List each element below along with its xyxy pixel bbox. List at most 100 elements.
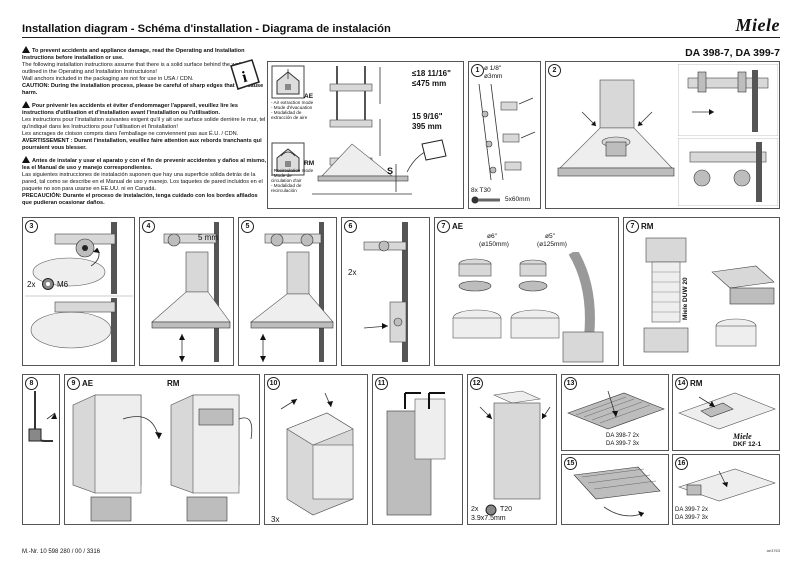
step-number: 16 [675,457,688,470]
recirculation-box-illustration [643,237,775,353]
nut-icon [42,278,54,290]
step-3-panel: 3 2x M6 [22,217,135,366]
hood-mounting-illustration [557,79,675,177]
mode-dimension-panel: AE - Air extraction mode- Mode d'évacuat… [267,61,464,209]
step-number: 5 [241,220,254,233]
duct-adapter-illustration [452,252,604,363]
s-label: S [387,166,394,176]
max-height-in: ≤18 11/16" [412,69,451,78]
screw-size: 3.9x7.5mm [471,515,506,522]
filter-count-1: DA 398-7 2x [606,433,640,439]
rm-tag: RM [304,160,315,167]
step-13-panel: 13 DA 398-7 2x DA 399-7 3x [561,374,669,451]
screw-tightening-illustration [25,222,133,362]
notes-es-body: Las siguientes instrucciones de instalac… [22,172,263,192]
screw-count: 8x T30 [471,187,491,194]
safety-notes: To prevent accidents and appliance damag… [22,46,268,211]
screw-size: 5x60mm [505,196,530,203]
ae-description: - Air extraction mode- Mode d'évacuation… [271,100,314,120]
height-in: 15 9/16" [412,112,443,121]
wall-bracket-drilling-illustration [478,84,536,181]
house-recirculation-icon [271,142,305,176]
notes-en-title: To prevent accidents and appliance damag… [22,48,245,61]
step-4-panel: 4 5 mm [139,217,234,366]
step-1-panel: 1 ø 1/8" ø3mm 8x T30 5x60mm [468,61,541,209]
adapter-diameter-in: ø6" [487,233,497,240]
filter-count-2: DA 399-7 3x [675,515,709,521]
step-number: 8 [25,377,38,390]
step-number: 3 [25,220,38,233]
step-number: 7 [437,220,450,233]
screw-qty: 2x [27,280,36,289]
notes-en-anchor: Wall anchors included in the packaging a… [22,76,194,82]
step-number: 2 [548,64,561,77]
filter-removal-illustration [573,466,661,517]
notes-fr-body: Les instructions pour l'installation sui… [22,117,266,130]
reducer-diameter-in: ø5" [545,233,555,240]
hood-level-adjust-illustration [250,222,334,362]
screw-qty: 3x [271,515,280,524]
svg-text:i: i [240,68,249,86]
warning-icon [22,156,30,163]
grease-filter-insert-illustration [567,390,665,430]
charcoal-filter-illustration [678,392,776,430]
step-number: 7 [626,220,639,233]
screw-qty: 2x [471,506,479,513]
upper-cover-lift-illustration [386,392,446,516]
step-number: 13 [564,377,577,390]
step-12-panel: 12 2x T20 3.9x7.5mm [467,374,557,525]
screw-qty: 2x [348,268,357,277]
ae-tag: AE [304,93,314,100]
notes-fr-anchor: Les ancrages de cloison compris dans l'e… [22,131,239,137]
drill-diameter-mm: ø3mm [484,73,503,80]
step-number: 10 [267,377,280,390]
step-2-panel: 2 [545,61,780,209]
mode-tag-ae: AE [82,379,94,388]
document-number: M.-Nr. 10 598 280 / 00 / 3316 [22,549,101,555]
duw-label: Miele DUW 20 [682,277,689,320]
notes-es-caution: PRECAUCIÓN: Durante el proceso de instal… [22,193,258,206]
mode-tag: RM [690,379,703,388]
adapter-diameter-mm: (ø150mm) [479,241,509,248]
screw-type: M6 [57,280,69,289]
mode-tag: AE [452,222,464,231]
warning-icon [22,101,30,108]
cover-screw-illustration [479,390,551,500]
step-number: 6 [344,220,357,233]
step-6-panel: 6 2x [341,217,430,366]
step-number: 1 [471,64,484,77]
notes-fr-title: Pour prévenir les accidents et éviter d'… [22,103,238,116]
bracket-detail-bottom [678,138,778,206]
safety-screw-illustration [363,222,408,362]
step-number: 14 [675,377,688,390]
notes-fr-caution: AVERTISSEMENT : Durant l'installation, v… [22,138,262,151]
chimney-cover-illustration [72,394,253,522]
mode-tag: RM [641,222,654,231]
page-title: Installation diagram - Schéma d'installa… [22,23,391,35]
filter-model: DKF 12-1 [733,441,762,448]
header-divider [22,37,780,38]
power-plug-illustration [28,391,57,442]
hood-dimension-drawing [312,66,447,195]
hood-lift-illustration [151,222,231,362]
filter-lock-illustration [678,468,776,502]
step-number: 4 [142,220,155,233]
notes-es-title: Antes de instalar y usar el aparato y co… [22,158,267,171]
miele-logo: Miele [735,15,780,35]
filter-count-1: DA 399-7 2x [675,507,709,513]
step-number: 11 [375,377,388,390]
step-15-panel: 15 [561,454,669,525]
model-numbers: DA 398-7, DA 399-7 [685,47,780,59]
notes-en-body: The following installation instructions … [22,62,249,75]
screw-icon [485,504,497,516]
height-mm: 395 mm [412,122,442,131]
step-10-panel: 10 3x [264,374,368,525]
screw-icon [471,196,500,204]
filter-count-2: DA 399-7 3x [606,441,640,447]
step-16-panel: 16 DA 399-7 2x DA 399-7 3x [672,454,780,525]
step-number: 12 [470,377,483,390]
